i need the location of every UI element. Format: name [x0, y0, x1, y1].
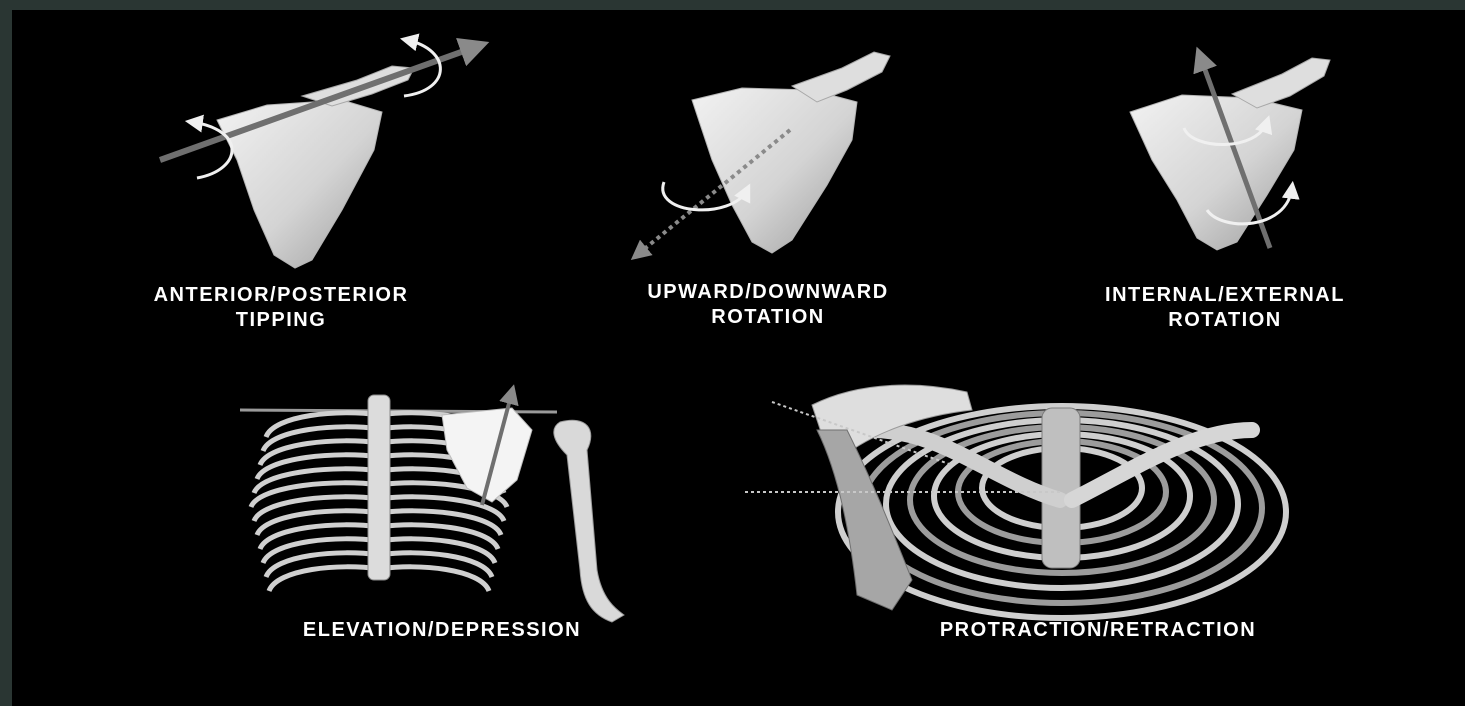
rib: [379, 567, 489, 591]
superior-ribcage-illustration: [745, 385, 1286, 618]
label-elevation-depression: ELEVATION/DEPRESSION: [222, 618, 662, 643]
label-line-1: ANTERIOR/POSTERIOR: [78, 283, 484, 308]
scapula-body: [217, 100, 382, 268]
rib: [269, 567, 379, 591]
clavicle-right: [1072, 430, 1252, 500]
spine: [368, 395, 390, 580]
acromion: [1232, 58, 1330, 108]
humerus: [554, 420, 624, 622]
figure-illustration: [12, 10, 1465, 706]
label-line-1: ELEVATION/DEPRESSION: [222, 618, 662, 643]
scapula-tipping-illustration: [160, 40, 478, 268]
scapula-body: [1130, 95, 1302, 250]
label-line-1: UPWARD/DOWNWARD: [568, 280, 968, 305]
label-line-2: TIPPING: [78, 308, 484, 333]
label-line-2: ROTATION: [568, 305, 968, 330]
label-internal-external-rotation: INTERNAL/EXTERNAL ROTATION: [1030, 283, 1420, 333]
label-upward-downward-rotation: UPWARD/DOWNWARD ROTATION: [568, 280, 968, 330]
posterior-ribcage-illustration: [240, 392, 624, 622]
label-line-1: PROTRACTION/RETRACTION: [858, 618, 1338, 643]
label-line-1: INTERNAL/EXTERNAL: [1030, 283, 1420, 308]
figure-canvas: ANTERIOR/POSTERIOR TIPPING UPWARD/DOWNWA…: [12, 10, 1465, 706]
scapula-upward-rotation-illustration: [637, 52, 890, 255]
acromion: [792, 52, 890, 102]
scapula-internal-rotation-illustration: [1130, 56, 1330, 250]
label-protraction-retraction: PROTRACTION/RETRACTION: [858, 618, 1338, 643]
label-line-2: ROTATION: [1030, 308, 1420, 333]
label-anterior-posterior-tipping: ANTERIOR/POSTERIOR TIPPING: [78, 283, 484, 333]
scapula-body: [692, 88, 857, 253]
